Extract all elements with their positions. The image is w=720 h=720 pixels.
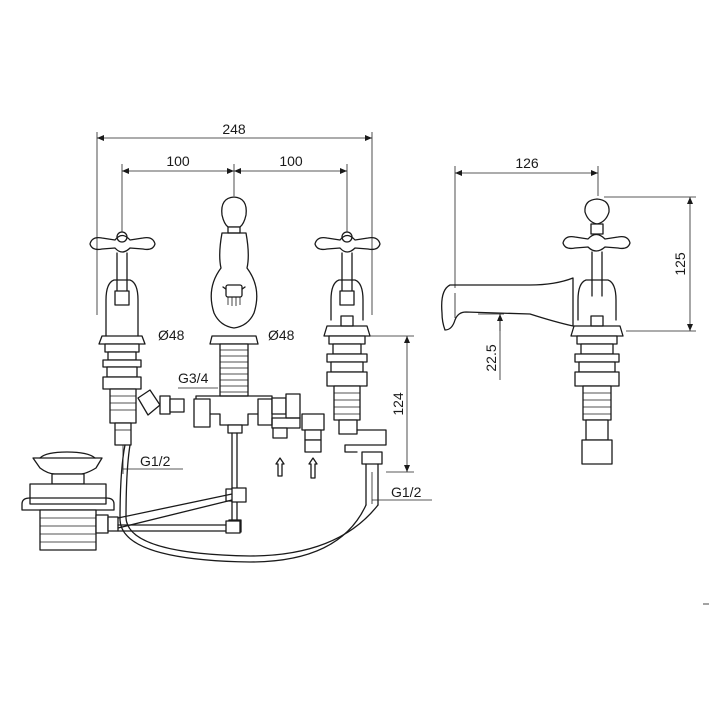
cold-connection-label: G1/2 xyxy=(391,484,422,500)
hot-connection-label: G1/2 xyxy=(140,453,171,469)
overall-width-label: 248 xyxy=(222,121,246,137)
left-diameter-label: Ø48 xyxy=(158,327,185,343)
dimension-right-spacing: 100 xyxy=(234,153,347,174)
right-tap xyxy=(314,231,387,506)
hot-connection-dim: G1/2 xyxy=(122,445,183,474)
cold-connection-dim: G1/2 xyxy=(371,472,432,504)
dimension-left-spacing: 100 xyxy=(121,153,348,232)
dimension-overall-width: 248 xyxy=(96,121,373,315)
body-height-dim: 124 xyxy=(363,335,414,473)
dimension-spout-reach: 126 xyxy=(454,155,599,288)
spout-reach-label: 126 xyxy=(515,155,539,171)
left-spacing-label: 100 xyxy=(166,153,190,169)
dimension-spout-height: 125 xyxy=(604,196,696,332)
center-diameter-label: Ø48 xyxy=(268,327,295,343)
flexible-hoses xyxy=(119,444,379,563)
center-diameter-text: Ø48 xyxy=(268,327,295,343)
side-view-tap xyxy=(441,198,631,465)
center-spout xyxy=(193,196,273,533)
popup-waste xyxy=(21,451,247,551)
spout-connection-label: G3/4 xyxy=(178,370,218,389)
spout-clearance-label: 22.5 xyxy=(483,344,499,371)
right-spacing-label: 100 xyxy=(279,153,303,169)
spout-connection-text: G3/4 xyxy=(178,370,209,386)
manifold-connectors xyxy=(271,393,325,479)
left-diameter-text: Ø48 xyxy=(158,327,185,343)
spout-height-label: 125 xyxy=(672,252,688,276)
body-height-label: 124 xyxy=(390,392,406,416)
dimension-spout-clearance: 22.5 xyxy=(478,313,504,380)
